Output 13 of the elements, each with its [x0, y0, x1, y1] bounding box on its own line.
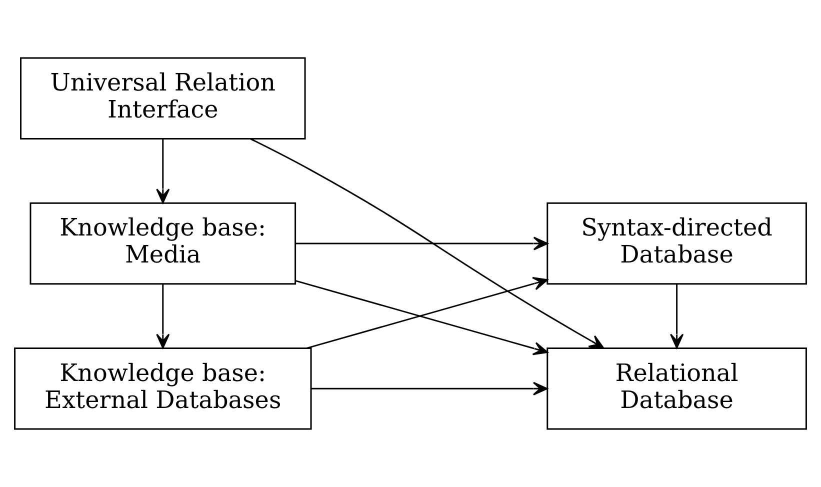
arrow	[250, 138, 604, 349]
node-box: Knowledge base: External Databases	[14, 347, 312, 430]
arrow	[295, 236, 548, 250]
arrow	[312, 382, 548, 396]
arrow	[156, 284, 170, 349]
arrow	[306, 276, 548, 349]
arrow	[156, 139, 170, 204]
arrow	[670, 284, 684, 349]
node-box: Universal Relation Interface	[20, 57, 306, 140]
arrow	[295, 280, 548, 356]
node-box: Knowledge base: Media	[30, 202, 296, 285]
node-box: Relational Database	[546, 347, 807, 430]
node-box: Syntax-directed Database	[546, 202, 807, 285]
